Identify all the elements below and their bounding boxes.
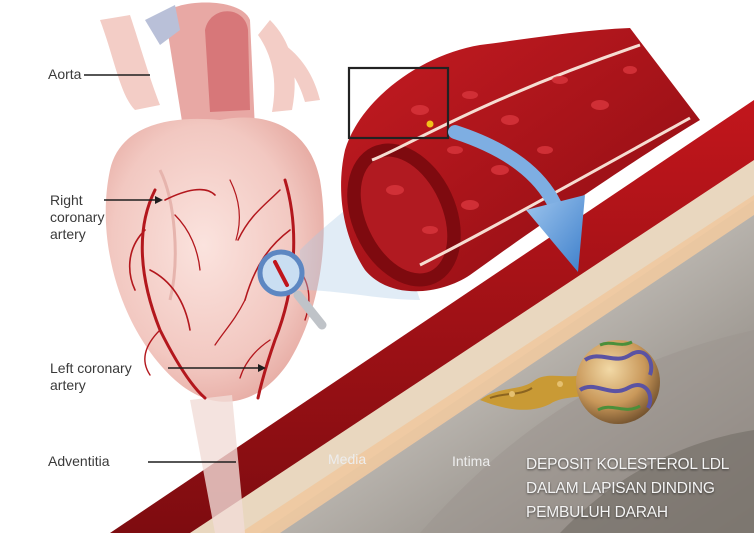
label-line: Right — [50, 192, 104, 209]
caption-line: DEPOSIT KOLESTEROL LDL — [526, 453, 754, 477]
label-left-coronary-artery: Left coronary artery — [50, 360, 132, 394]
label-adventitia: Adventitia — [48, 453, 109, 470]
label-line: Left coronary — [50, 360, 132, 377]
label-right-coronary-artery: Right coronary artery — [50, 192, 104, 243]
caption-line: PEMBULUH DARAH — [526, 501, 754, 525]
label-line: coronary — [50, 209, 104, 226]
label-intima: Intima — [452, 453, 490, 470]
label-line: artery — [50, 377, 132, 394]
ldl-particle — [576, 340, 660, 424]
label-media: Media — [328, 451, 366, 468]
caption-deposit-ldl: DEPOSIT KOLESTEROL LDL DALAM LAPISAN DIN… — [526, 453, 754, 525]
label-line: artery — [50, 226, 104, 243]
caption-line: DALAM LAPISAN DINDING — [526, 477, 754, 501]
label-aorta: Aorta — [48, 66, 81, 83]
